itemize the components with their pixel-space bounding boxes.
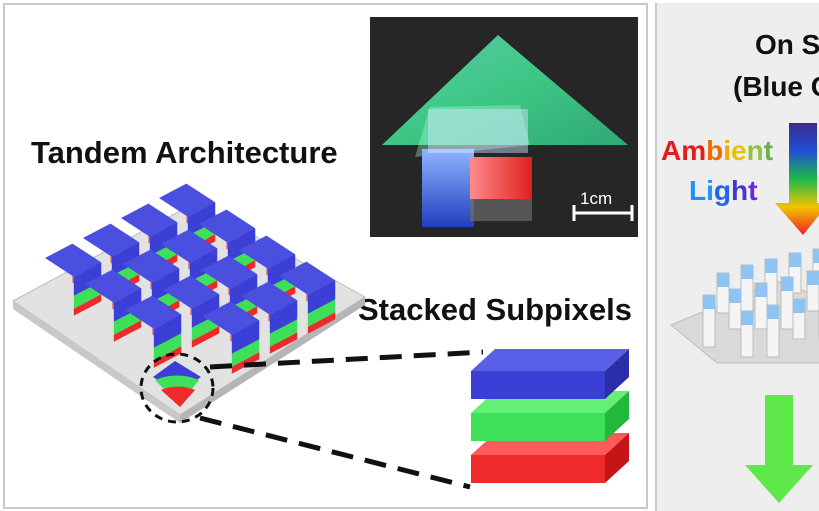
subpixel-stack (199, 209, 256, 282)
nanopillar (740, 264, 754, 312)
substrate (12, 202, 366, 416)
light-letter: L (689, 175, 707, 206)
scale-bar-label: 1cm (580, 189, 613, 208)
light-letter: g (713, 175, 731, 206)
nanopillar (702, 294, 716, 348)
nanopillar (806, 270, 819, 312)
device-photo-illustration (370, 17, 638, 237)
subpixel-stack (241, 281, 298, 354)
device-photo: 1cm (370, 17, 638, 237)
nanopillar (792, 298, 806, 340)
nanopillar (728, 288, 742, 330)
ambient-letter: m (681, 135, 707, 166)
on-s-panel: On S (Blue C Ambient Light (655, 3, 819, 511)
subpixel-stack (45, 243, 102, 316)
ambient-label: Ambient (661, 135, 773, 167)
subpixel-stack (201, 255, 258, 328)
right-panel-illustration (670, 123, 819, 503)
subpixel-stack (85, 269, 142, 342)
green-glass-triangle (382, 35, 628, 145)
nanopillar (716, 272, 730, 314)
subpixel-stack (163, 275, 220, 348)
ambient-letter: e (731, 135, 747, 166)
ambient-letter: A (661, 135, 682, 166)
subpixel-stack (83, 223, 140, 296)
nanopillar (740, 310, 754, 358)
subpixel-stack (125, 295, 182, 368)
right-panel-title-line2: (Blue C (733, 71, 819, 102)
stacked-subpixel-layers (471, 349, 629, 483)
subpixel-stack (159, 183, 216, 256)
light-letter: i (706, 175, 714, 206)
highlighted-subpixel (153, 361, 201, 407)
subpixel-grid (45, 183, 336, 374)
tandem-architecture-title: Tandem Architecture (31, 135, 338, 170)
subpixel-stack (123, 249, 180, 322)
nanopillar (788, 252, 802, 294)
subpixel-stack (239, 235, 296, 308)
red-film (470, 157, 532, 199)
ambient-letter: n (746, 135, 764, 166)
tandem-architecture-panel: Tandem Architecture Stacked Subpixels (3, 3, 648, 509)
light-label: Light (689, 175, 757, 207)
zoom-line-bottom (199, 415, 471, 490)
down-arrow (745, 395, 813, 503)
ambient-letter: i (723, 135, 732, 166)
zoom-line-top (209, 349, 484, 370)
blue-film (422, 149, 474, 227)
nanopillar (766, 304, 780, 358)
subpixel-stack (161, 229, 218, 302)
subpixel-stack (279, 261, 336, 334)
stacked-subpixels-title: Stacked Subpixels (358, 292, 632, 327)
spectrum-arrow (775, 123, 819, 235)
ambient-letter: t (763, 135, 774, 166)
nanopillar-array (702, 248, 819, 358)
right-panel-title-line1: On S (755, 29, 819, 60)
light-letter: t (748, 175, 758, 206)
zoom-circle (139, 352, 215, 424)
light-letter: h (731, 175, 749, 206)
subpixel-stack (203, 301, 260, 374)
ambient-letter: b (706, 135, 724, 166)
nanopillar (780, 276, 794, 330)
subpixel-stack (121, 203, 178, 276)
nanopillar (754, 282, 768, 330)
